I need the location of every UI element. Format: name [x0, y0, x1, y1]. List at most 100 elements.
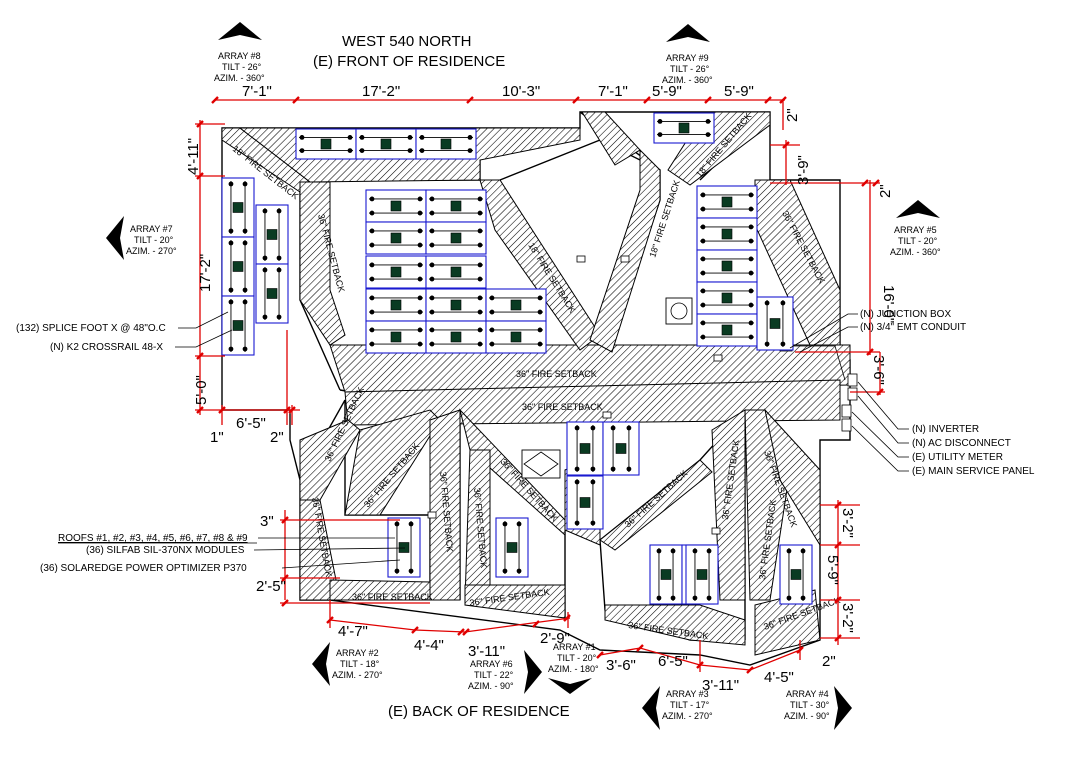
- vent-icon: [711, 527, 721, 535]
- array-2-azim: AZIM. - 270°: [332, 670, 383, 680]
- dim-right-3-9: 3'-9": [795, 155, 812, 185]
- power-optimizer-icon: [398, 542, 410, 553]
- skylight-icon: [665, 297, 693, 325]
- setback-label: 36" FIRE SETBACK: [516, 369, 597, 379]
- solar-module: [365, 255, 427, 289]
- solar-module: [221, 295, 255, 356]
- dim-right-3-6: 3'-6": [870, 355, 887, 385]
- solar-module: [696, 217, 758, 251]
- dim-left-5-0: 5'-0": [193, 375, 210, 405]
- inverter-icon: [847, 373, 858, 387]
- power-optimizer-icon: [450, 299, 462, 311]
- array-2-tilt: TILT - 18°: [340, 659, 380, 669]
- power-optimizer-icon: [579, 443, 591, 454]
- power-optimizer-icon: [510, 331, 522, 343]
- solar-module: [425, 288, 487, 322]
- power-optimizer-icon: [390, 232, 402, 244]
- array-4-tilt: TILT - 30°: [790, 700, 830, 710]
- power-optimizer-icon: [232, 261, 244, 272]
- note-splice-foot: (132) SPLICE FOOT X @ 48"O.C: [16, 323, 166, 334]
- front-of-residence-label: (E) FRONT OF RESIDENCE: [313, 53, 505, 70]
- dim-back-3: 3": [260, 513, 274, 530]
- dim-right-16-0: 16'-0": [880, 285, 897, 323]
- power-optimizer-icon: [721, 228, 733, 240]
- vent-icon: [602, 411, 612, 419]
- dim-br-5-9: 5'-9": [824, 555, 841, 585]
- power-optimizer-icon: [510, 299, 522, 311]
- dim-br-3-2a: 3'-2": [839, 508, 856, 538]
- dim-back-4-4: 4'-4": [414, 637, 444, 654]
- power-optimizer-icon: [266, 288, 278, 299]
- array-labels: ARRAY #8 TILT - 26° AZIM. - 360° ARRAY #…: [106, 22, 941, 730]
- array-3-azim: AZIM. - 270°: [662, 711, 713, 721]
- solar-module: [485, 320, 547, 354]
- dimension-labels: 7'-1" 17'-2" 10'-3" 7'-1" 5'-9" 5'-9" 2"…: [185, 83, 897, 694]
- power-optimizer-icon: [721, 196, 733, 208]
- array-1-azim: AZIM. - 180°: [548, 664, 599, 674]
- solar-module: [425, 320, 487, 354]
- dim-top-right-2: 2": [784, 108, 801, 122]
- note-ac-disconnect: (N) AC DISCONNECT: [912, 438, 1011, 449]
- dim-back-3-6: 3'-6": [606, 657, 636, 674]
- dim-left-17-2: 17'-2": [197, 254, 214, 292]
- vent-icon: [713, 354, 723, 362]
- note-main-panel: (E) MAIN SERVICE PANEL: [912, 466, 1035, 477]
- power-optimizer-icon: [450, 200, 462, 212]
- power-optimizer-icon: [615, 443, 627, 454]
- solar-module: [425, 189, 487, 223]
- solar-modules: [221, 112, 813, 605]
- setback-label: 36" FIRE SETBACK: [522, 402, 603, 412]
- dim-back-2-5: 2'-5": [256, 578, 286, 595]
- solar-module: [425, 255, 487, 289]
- note-modules: (36) SILFAB SIL-370NX MODULES: [86, 545, 245, 556]
- power-optimizer-icon: [390, 331, 402, 343]
- solar-module: [685, 544, 719, 605]
- dim-top-4: 7'-1": [598, 83, 628, 100]
- dim-top-3: 10'-3": [502, 83, 540, 100]
- note-inverter: (N) INVERTER: [912, 424, 979, 435]
- dim-back-2: 2": [822, 653, 836, 670]
- solar-module: [566, 421, 604, 476]
- dim-left-4-11: 4'-11": [185, 138, 202, 175]
- array-4-azim: AZIM. - 90°: [784, 711, 830, 721]
- array-7-azim: AZIM. - 270°: [126, 246, 177, 256]
- array-8-azim: AZIM. - 360°: [214, 73, 265, 83]
- dimension-lines: [195, 96, 885, 674]
- power-optimizer-icon: [660, 569, 672, 580]
- power-optimizer-icon: [678, 122, 690, 134]
- dim-br-3-2b: 3'-2": [839, 603, 856, 633]
- note-conduit: (N) 3/4" EMT CONDUIT: [860, 322, 966, 333]
- dim-back-2-9: 2'-9": [540, 630, 570, 647]
- note-junction-box: (N) JUNCTION BOX: [860, 309, 951, 320]
- arrow-up-icon: [218, 22, 262, 40]
- power-optimizer-icon: [320, 138, 332, 150]
- solar-module: [221, 177, 255, 238]
- power-optimizer-icon: [390, 266, 402, 278]
- power-optimizer-icon: [450, 266, 462, 278]
- arrow-up-icon: [896, 200, 940, 218]
- solar-module: [365, 320, 427, 354]
- note-utility-meter: (E) UTILITY METER: [912, 452, 1003, 463]
- solar-module: [779, 544, 813, 605]
- solar-module: [696, 249, 758, 283]
- dim-back-3-11b: 3'-11": [702, 677, 739, 694]
- power-optimizer-icon: [232, 202, 244, 213]
- vent-icon: [427, 511, 437, 519]
- dim-back-4-5: 4'-5": [764, 669, 794, 686]
- ac-disconnect-icon: [847, 387, 858, 401]
- fire-setback-bands: [221, 111, 851, 656]
- array-5-azim: AZIM. - 360°: [890, 247, 941, 257]
- arrow-left-icon: [106, 216, 124, 260]
- solar-module: [653, 112, 715, 144]
- dim-back-3-11a: 3'-11": [468, 643, 505, 660]
- solar-module: [495, 517, 529, 578]
- array-9-name: ARRAY #9: [666, 53, 709, 63]
- array-9-tilt: TILT - 26°: [670, 64, 710, 74]
- array-1-tilt: TILT - 20°: [557, 653, 597, 663]
- solar-module: [355, 128, 417, 160]
- dim-top-6: 5'-9": [724, 83, 754, 100]
- solar-module: [649, 544, 683, 605]
- array-7-tilt: TILT - 20°: [134, 235, 174, 245]
- note-optimizer: (36) SOLAREDGE POWER OPTIMIZER P370: [40, 563, 247, 574]
